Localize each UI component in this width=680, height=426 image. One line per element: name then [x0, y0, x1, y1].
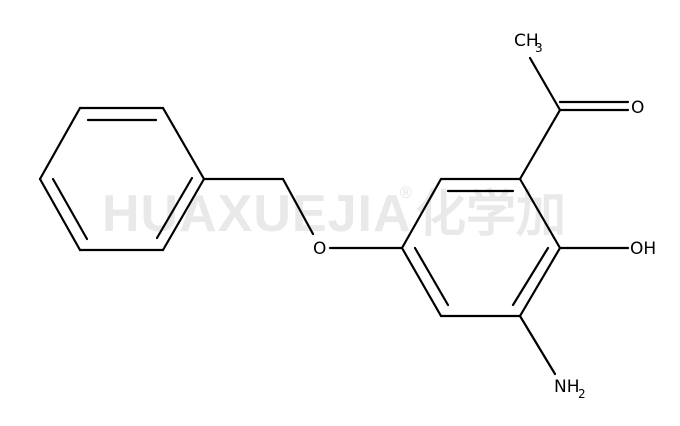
bond-ph-double-3	[51, 177, 89, 241]
methyl-label-subscript: 3	[535, 41, 543, 55]
amine-label: NH 2	[554, 377, 586, 401]
phenyl-ring	[38, 106, 206, 252]
bond-ph-5	[38, 177, 82, 252]
methyl-label: CH 3	[514, 31, 543, 55]
bond-ring-carbonyl	[518, 108, 562, 181]
central-ring	[400, 177, 562, 318]
bond-cr-6	[400, 246, 443, 318]
bond-ph-3	[161, 177, 206, 252]
hydroxyl-label: OH	[630, 239, 656, 259]
amine-label-subscript: 2	[578, 387, 586, 401]
watermark-chinese: 化学加	[416, 185, 566, 243]
bond-carbonyl-methyl	[528, 56, 562, 112]
bond-cr-3	[518, 177, 562, 250]
bond-cr-double-2	[511, 246, 550, 307]
methyl-label-main: CH	[514, 31, 539, 51]
bond-ring-nh2	[518, 314, 557, 376]
bond-cr-4	[518, 246, 562, 318]
bond-ch2-o	[281, 177, 315, 236]
watermark-latin: HUAXUEJIA	[102, 185, 412, 243]
watermark-registered-mark: ®	[398, 183, 414, 202]
bond-ph-2	[161, 106, 206, 181]
bond-cr-1	[400, 177, 443, 250]
ether-oxygen-label: O	[313, 239, 326, 259]
carbonyl-oxygen-label: O	[631, 98, 644, 118]
amine-label-main: NH	[554, 377, 580, 397]
bond-cr-double-3	[413, 246, 450, 307]
watermark: HUAXUEJIA ® 化学加	[102, 183, 566, 243]
bond-ph-double-2	[155, 176, 194, 240]
bond-ph-6	[38, 106, 82, 181]
